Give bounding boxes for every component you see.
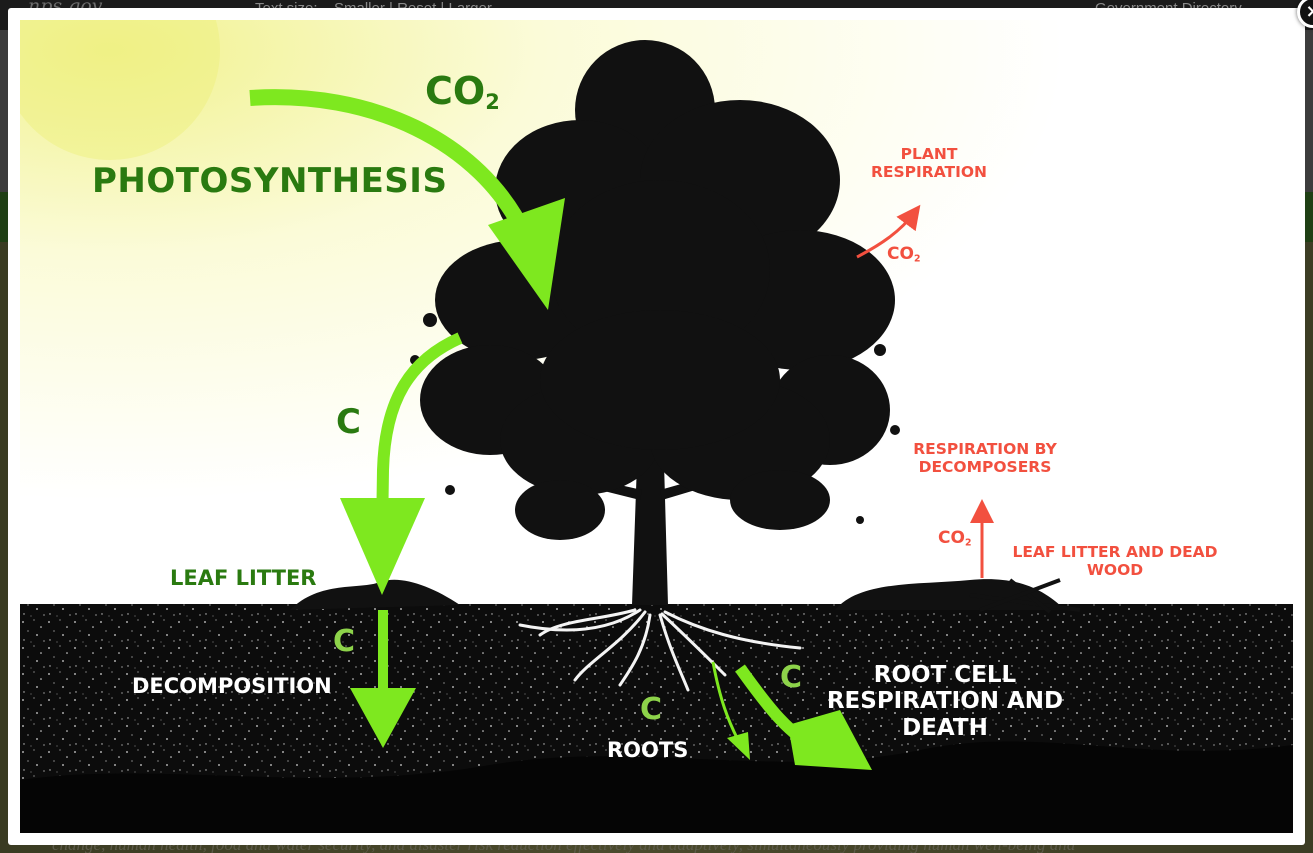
roots-label: ROOTS	[607, 738, 689, 762]
image-lightbox: CO2 PHOTOSYNTHESIS C LEAF LITTER C DECOM…	[8, 0, 1313, 845]
co2-plant-respiration-label: CO2	[887, 244, 921, 265]
decomposer-respiration-label: RESPIRATION BY DECOMPOSERS	[913, 440, 1057, 476]
green-arrows	[249, 89, 823, 756]
co2-photosynthesis-label: CO2	[425, 69, 500, 115]
diagram-artwork	[20, 20, 1293, 833]
green-arrow-heads	[340, 198, 872, 770]
tree-roots	[518, 608, 802, 692]
decomposition-label: DECOMPOSITION	[132, 674, 332, 698]
carbon-root-cell-label: C	[780, 660, 803, 695]
carbon-decomposition-label: C	[333, 624, 356, 659]
leaf-litter-dead-wood-label: LEAF LITTER AND DEAD WOOD	[1012, 543, 1218, 579]
roots-arrow	[711, 661, 740, 741]
root-cell-arrow-head	[788, 710, 872, 770]
plant-respiration-label: PLANT RESPIRATION	[870, 145, 988, 181]
tree-silhouette	[396, 40, 900, 605]
roots-arrow-head	[727, 732, 750, 760]
leaf-litter-label: LEAF LITTER	[170, 566, 317, 590]
leaf-litter-arrow-head	[340, 498, 425, 595]
sun-glow	[20, 20, 220, 160]
leaf-litter-pile-right	[835, 579, 1065, 610]
leaf-litter-arrow	[376, 332, 463, 536]
deep-soil	[20, 741, 1293, 833]
root-cell-respiration-label: ROOT CELL RESPIRATION AND DEATH	[826, 662, 1064, 741]
dead-wood	[969, 578, 1081, 614]
photosynthesis-arrow	[249, 89, 533, 239]
photosynthesis-label: PHOTOSYNTHESIS	[92, 161, 448, 201]
photosynthesis-arrow-head	[488, 198, 565, 310]
carbon-cycle-diagram: CO2 PHOTOSYNTHESIS C LEAF LITTER C DECOM…	[20, 20, 1293, 833]
co2-decomposer-label: CO2	[938, 528, 972, 549]
plant-respiration-arrow	[856, 204, 921, 259]
close-lightbox-button[interactable]: ×	[1297, 0, 1313, 28]
leaf-litter-pile-left	[290, 579, 460, 610]
decomposition-arrow-head	[350, 688, 416, 748]
carbon-leaf-label: C	[336, 402, 361, 442]
carbon-roots-label: C	[640, 692, 663, 727]
